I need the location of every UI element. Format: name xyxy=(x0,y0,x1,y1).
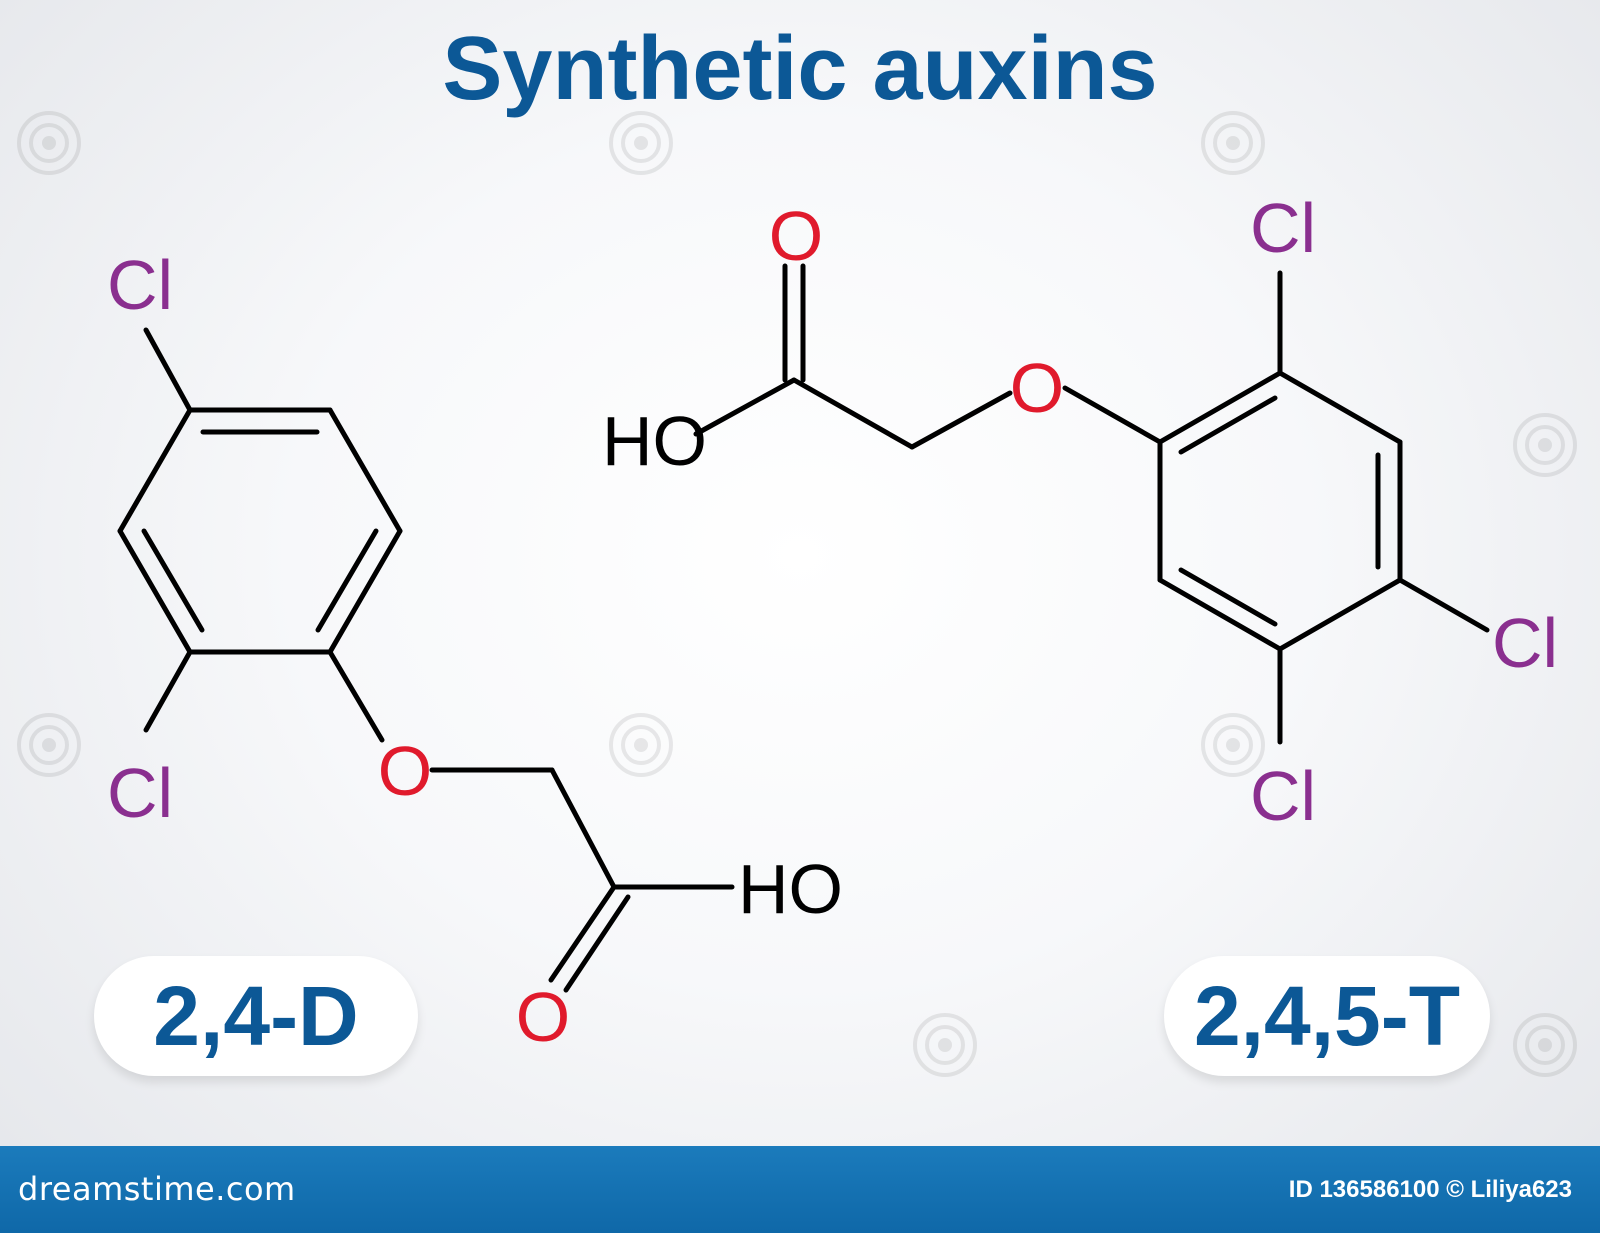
bond xyxy=(791,377,915,450)
structures-diagram: Cl Cl O HO O O HO O Cl Cl Cl xyxy=(107,189,1558,1056)
footer-image-id: ID 136586100 © Liliya623 xyxy=(1288,1176,1572,1203)
chlorine-atom: Cl xyxy=(1250,757,1316,835)
molecule-2-4-d: Cl Cl O HO O xyxy=(107,246,843,1056)
oxygen-atom: O xyxy=(378,732,432,810)
watermark-icon xyxy=(609,111,673,175)
molecule-label-2-4-d: 2,4-D xyxy=(94,956,418,1076)
bond xyxy=(117,528,193,655)
footer-bar: dreamstime.com ID 136586100 © Liliya623 xyxy=(0,1146,1600,1233)
watermark-icon xyxy=(1201,111,1265,175)
molecule-label-2-4-5-t: 2,4,5-T xyxy=(1164,956,1490,1076)
double-bond xyxy=(1178,395,1278,455)
bond xyxy=(548,884,617,983)
watermark-icon xyxy=(913,1013,977,1077)
footer-brand[interactable]: dreamstime.com xyxy=(18,1170,296,1208)
bond xyxy=(549,767,617,890)
oxygen-atom: O xyxy=(516,978,570,1056)
chlorine-atom: Cl xyxy=(1492,604,1558,682)
bond xyxy=(143,327,193,413)
bond xyxy=(327,528,403,655)
bond xyxy=(693,377,797,437)
watermark-icon xyxy=(609,713,673,777)
watermark-icon xyxy=(1201,713,1265,777)
bond xyxy=(1397,577,1490,633)
double-bond xyxy=(315,528,379,633)
bond xyxy=(327,649,385,743)
hydroxyl-group: HO xyxy=(738,850,843,928)
chlorine-atom: Cl xyxy=(107,754,173,832)
page-title: Synthetic auxins xyxy=(442,19,1158,119)
chlorine-atom: Cl xyxy=(1250,189,1316,267)
watermark-icon xyxy=(17,111,81,175)
watermark-icon xyxy=(1513,1013,1577,1077)
chlorine-atom: Cl xyxy=(107,246,173,324)
bond xyxy=(1277,577,1403,652)
bond xyxy=(327,407,403,534)
bond xyxy=(117,407,193,534)
hydroxyl-group: HO xyxy=(602,402,707,480)
double-bond xyxy=(1178,567,1278,627)
oxygen-atom: O xyxy=(769,197,823,275)
double-bond xyxy=(563,894,631,993)
watermark-icon xyxy=(17,713,81,777)
bond xyxy=(1157,577,1283,652)
bond xyxy=(1157,370,1283,445)
bond xyxy=(1277,370,1403,445)
bond xyxy=(909,390,1013,450)
watermark-icon xyxy=(1513,413,1577,477)
bond xyxy=(1062,385,1163,445)
oxygen-atom: O xyxy=(1010,349,1064,427)
molecule-2-4-5-t: O HO O Cl Cl Cl xyxy=(602,189,1558,835)
bond xyxy=(143,649,193,733)
double-bond xyxy=(141,528,205,633)
